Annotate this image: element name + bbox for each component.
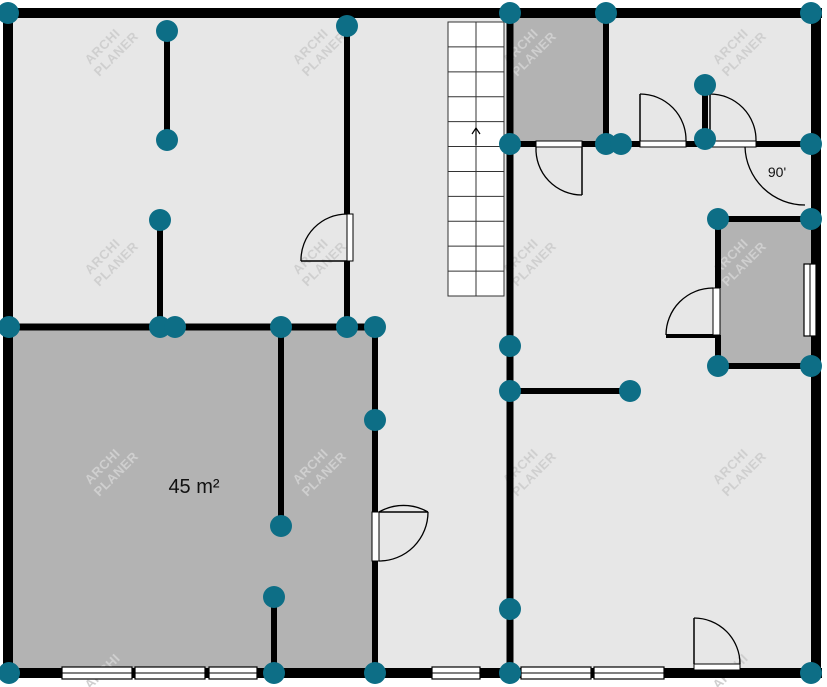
wall-node[interactable]: [0, 2, 19, 24]
angle-label: 90': [768, 164, 786, 180]
wall-node[interactable]: [0, 662, 20, 684]
wall-node[interactable]: [619, 380, 641, 402]
wall-node[interactable]: [800, 662, 822, 684]
wall-node[interactable]: [499, 598, 521, 620]
wall-node[interactable]: [270, 316, 292, 338]
wall-node[interactable]: [499, 662, 521, 684]
door[interactable]: [371, 504, 429, 562]
storage-top-floor: [510, 14, 606, 144]
doors: [300, 93, 806, 671]
wall-node[interactable]: [364, 316, 386, 338]
wall-node[interactable]: [156, 129, 178, 151]
door[interactable]: [693, 617, 741, 671]
wall-node[interactable]: [364, 662, 386, 684]
door-swing-arc: [744, 146, 806, 206]
wall-node[interactable]: [694, 74, 716, 96]
wall-node[interactable]: [164, 316, 186, 338]
door[interactable]: [300, 213, 354, 262]
staircase[interactable]: [447, 21, 505, 297]
stair-steps: [448, 46, 504, 272]
wall-node[interactable]: [336, 316, 358, 338]
wall-node[interactable]: [263, 662, 285, 684]
room-bottom-left-floor: [9, 327, 375, 673]
wall-node[interactable]: [707, 355, 729, 377]
wall-node[interactable]: [610, 133, 632, 155]
wall-node[interactable]: [263, 586, 285, 608]
wall-node[interactable]: [156, 20, 178, 42]
wall-node[interactable]: [800, 355, 822, 377]
wall-node[interactable]: [800, 2, 822, 24]
wall-node[interactable]: [694, 128, 716, 150]
wall-node[interactable]: [149, 209, 171, 231]
door[interactable]: [639, 93, 687, 148]
room-area-label: 45 m²: [168, 476, 219, 498]
wall-node[interactable]: [499, 335, 521, 357]
wall-node[interactable]: [270, 515, 292, 537]
wall-node[interactable]: [0, 316, 20, 338]
wall-node[interactable]: [800, 208, 822, 230]
storage-right-floor: [718, 219, 811, 366]
windows: [61, 263, 817, 680]
wall-node[interactable]: [707, 208, 729, 230]
wall-node[interactable]: [499, 380, 521, 402]
wall-node[interactable]: [364, 409, 386, 431]
wall-node[interactable]: [595, 2, 617, 24]
wall-node[interactable]: [800, 133, 822, 155]
wall-node[interactable]: [499, 2, 521, 24]
wall-node[interactable]: [336, 15, 358, 37]
wall-node[interactable]: [499, 133, 521, 155]
door[interactable]: [535, 140, 583, 196]
door[interactable]: [665, 287, 721, 336]
stair-direction-arrow-icon: [471, 126, 481, 145]
